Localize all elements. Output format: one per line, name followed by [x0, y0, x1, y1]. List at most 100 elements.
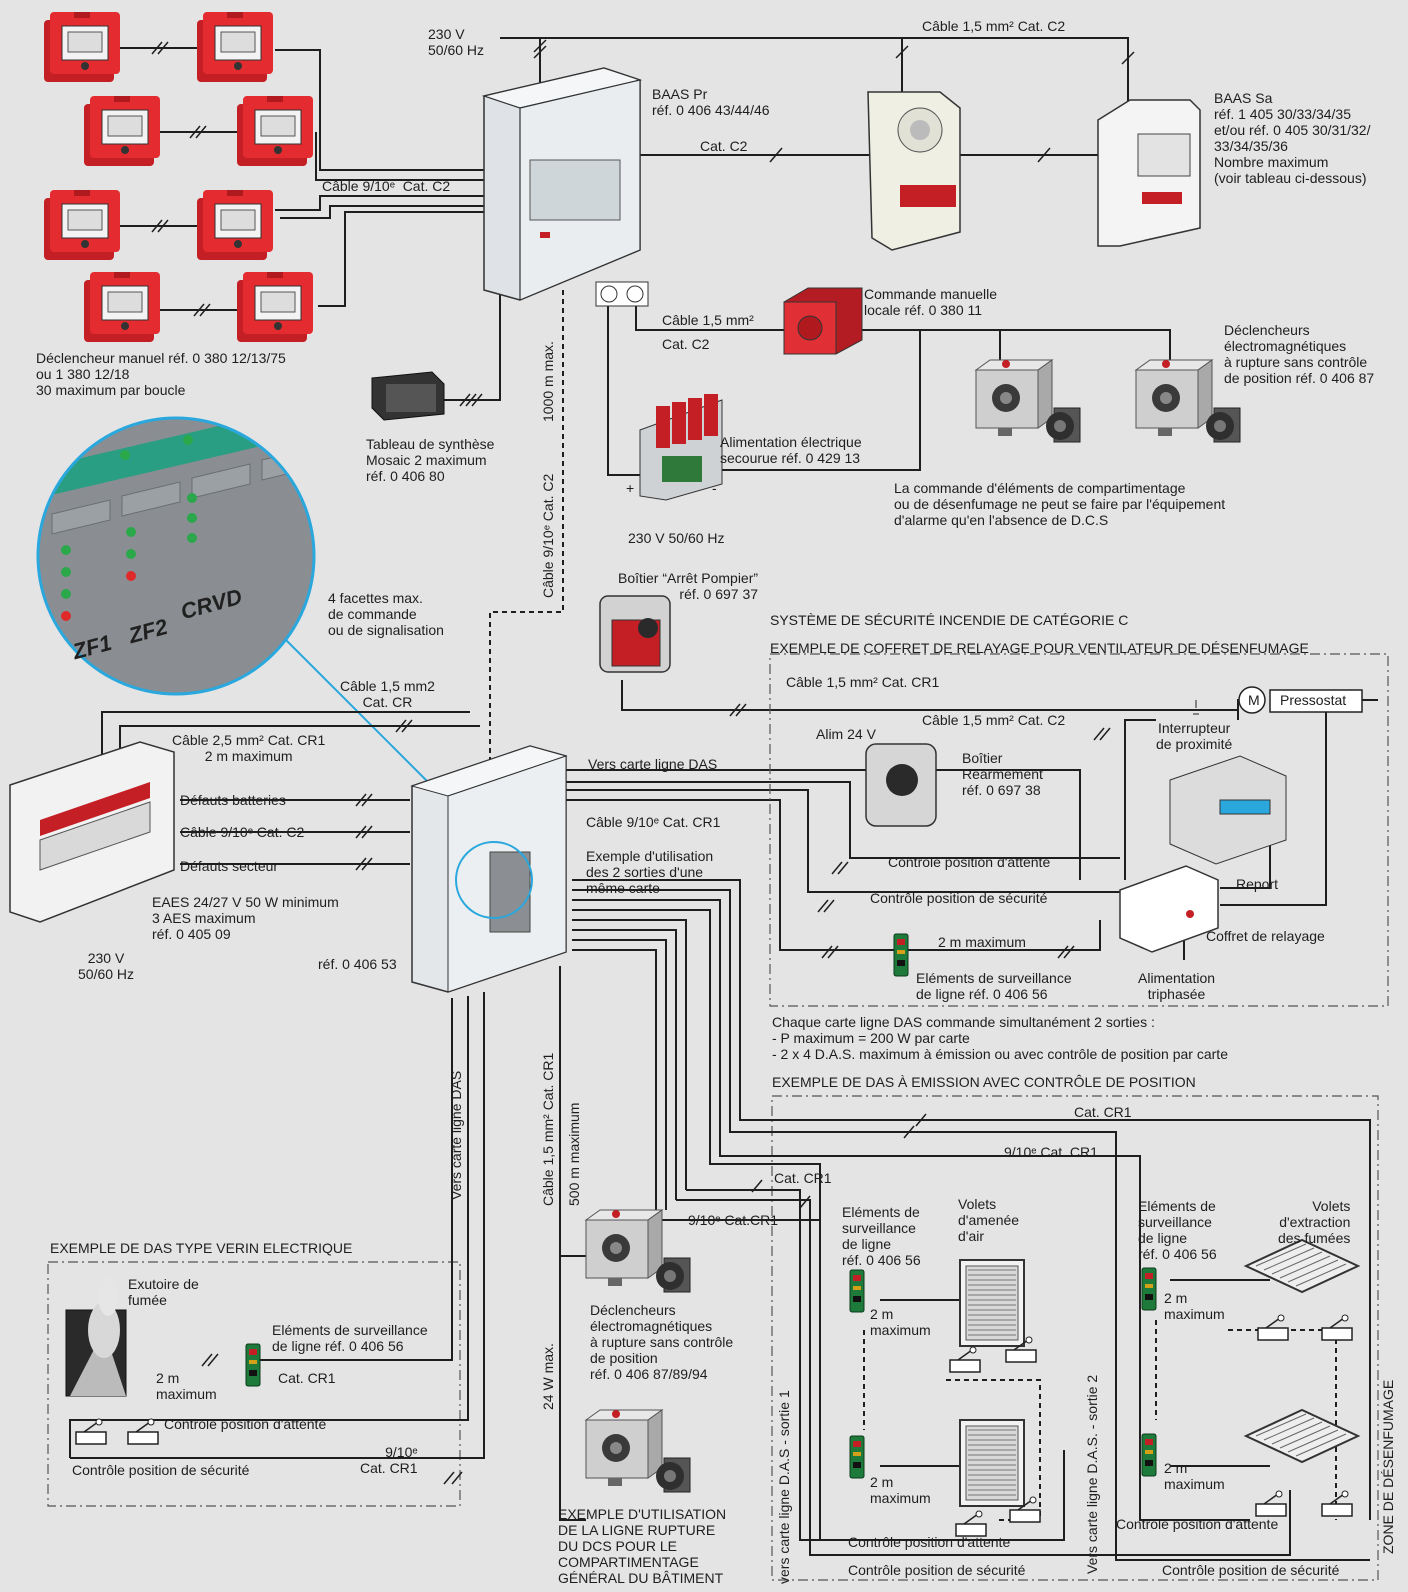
rupture-example-label: EXEMPLE D'UTILISATION DE LA LIGNE RUPTUR…: [558, 1506, 727, 1586]
cable-15-c2-mid-label: Câble 1,5 mm² Cat. C2: [922, 712, 1066, 728]
smoke-exhaust-grille-2: [1245, 1409, 1359, 1463]
elements-surv-emission-1: Eléments de surveillance de ligne réf. 0…: [842, 1204, 921, 1268]
note-carte-label: Chaque carte ligne DAS commande simultan…: [772, 1014, 1228, 1062]
terminal-block: [595, 281, 649, 307]
alim-tri-label: Alimentation triphasée: [1138, 970, 1216, 1002]
relayage-title: EXEMPLE DE COFFRET DE RELAYAGE POUR VENT…: [770, 640, 1309, 656]
coffret-relayage: [1119, 865, 1219, 953]
local-manual-control: [783, 287, 863, 355]
mains-label-b: 230 V 50/60 Hz: [628, 530, 725, 546]
cable-15-label: Câble 1,5 mm²: [662, 312, 754, 328]
ctrl-attente-emission-2: Contrôle position d'attente: [1116, 1516, 1279, 1532]
arret-pompier-box: [599, 595, 671, 673]
coffret-relayage-label: Coffret de relayage: [1206, 928, 1325, 944]
w24-vert: 24 W max.: [540, 1343, 556, 1410]
cable-910-c2-mid-label: Câble 9/10ᵉ Cat. C2: [180, 824, 305, 840]
alim-24-label: Alim 24 V: [816, 726, 876, 742]
power-supply-label: Alimentation électrique secourue réf. 0 …: [720, 434, 862, 466]
das-emission-title: EXEMPLE DE DAS À EMISSION AVEC CONTRÔLE …: [772, 1074, 1196, 1090]
baas-sa-label: BAAS Sa réf. 1 405 30/33/34/35 et/ou réf…: [1214, 90, 1371, 186]
ctrl-securite-emission-2: Contrôle position de sécurité: [1162, 1562, 1340, 1578]
rearmement-box: [865, 743, 937, 827]
dist-500-vert: 500 m maximum: [566, 1102, 582, 1206]
wires-bottom: [69, 879, 1371, 1561]
cat-910-cr1-verin: 9/10ᵉ Cat. CR1: [360, 1444, 418, 1476]
em-releaser-1: [975, 359, 1053, 437]
ref-40653-label: réf. 0 406 53: [318, 956, 397, 972]
ctrl-securite-emission-1: Contrôle position de sécurité: [848, 1562, 1026, 1578]
ssi-title: SYSTÈME DE SÉCURITÉ INCENDIE DE CATÉGORI…: [770, 612, 1129, 628]
cable-15-vert: Câble 1,5 mm² Cat. CR1: [540, 1052, 556, 1206]
volets-fumees-label: Volets d'extraction des fumées: [1278, 1198, 1351, 1246]
cat-cr1-bottom: Cat. CR1: [1074, 1104, 1132, 1120]
proximity-switch: [1169, 755, 1287, 865]
em-releaser-bottom-label: Déclencheurs électromagnétiques à ruptur…: [590, 1302, 734, 1382]
cat-cr1-bottom-b: Cat. CR1: [774, 1170, 832, 1186]
motor-pressostat: [1190, 686, 1363, 715]
ctrl-attente-label: Contrôle position d'attente: [888, 854, 1051, 870]
cat-910-cr1-bottom: 9/10ᵉ Cat. CR1: [1004, 1144, 1098, 1160]
esl-board-1: [849, 1269, 865, 1313]
defauts-secteur-label: Défauts secteur: [180, 858, 279, 874]
exemple-sorties-label: Exemple d'utilisation des 2 sorties d'un…: [586, 848, 714, 896]
exutoire-label: Exutoire de fumée: [128, 1276, 199, 1308]
ctrl-securite-verin: Contrôle position de sécurité: [72, 1462, 250, 1478]
cable-910-cr1-label: Câble 9/10ᵉ Cat. CR1: [586, 814, 721, 830]
eaes-unit: [9, 741, 175, 923]
smoke-exhaust-grille-1: [1245, 1239, 1359, 1293]
local-control-label: Commande manuelle locale réf. 0 380 11: [864, 286, 998, 318]
mosaic-panel: [371, 371, 445, 421]
cable-15-cr1-top-label: Câble 1,5 mm² Cat. CR1: [786, 674, 940, 690]
facettes-label: 4 facettes max. de commande ou de signal…: [328, 590, 444, 638]
em-releaser-2: [1135, 359, 1213, 437]
esl-board-relayage: [893, 933, 909, 977]
mains-label-top: 230 V 50/60 Hz: [428, 26, 485, 58]
dashed-frames: [47, 653, 1389, 1581]
cable-slashes: [151, 39, 1135, 1485]
dcs-note: La commande d'éléments de compartimentag…: [894, 480, 1226, 528]
wires-top: [115, 37, 1171, 760]
volets-air-label: Volets d'amenée d'air: [958, 1196, 1020, 1244]
ctrl-attente-verin: Contrôle position d'attente: [164, 1416, 327, 1432]
ctrl-attente-emission-1: Contrôle position d'attente: [848, 1534, 1011, 1550]
manual-callpoint-label: Déclencheur manuel réf. 0 380 12/13/75 o…: [36, 350, 286, 398]
esl-board-3: [1141, 1267, 1157, 1311]
cable-910-c2-label: Câble 9/10ᵉ Cat. C2: [322, 178, 451, 194]
elements-surv-emission-2: Eléments de surveillance de ligne réf. 0…: [1138, 1198, 1217, 1262]
ctrl-securite-label: Contrôle position de sécurité: [870, 890, 1048, 906]
em-releaser-4: [585, 1409, 663, 1487]
verin-title: EXEMPLE DE DAS TYPE VERIN ELECTRIQUE: [50, 1240, 353, 1256]
vers-sortie1-vert: vers carte ligne D.A.S - sortie 1: [776, 1390, 792, 1584]
baas-sa-sounder-1: [867, 91, 961, 251]
mosaic-label: Tableau de synthèse Mosaic 2 maximum réf…: [366, 436, 495, 484]
cable-top-label: Câble 1,5 mm² Cat. C2: [922, 18, 1066, 34]
cable-15-cr-label: Câble 1,5 mm2 Cat. CR: [340, 678, 435, 710]
vers-das-label: Vers carte ligne DAS: [588, 756, 718, 772]
cable-25-cr1-label: Câble 2,5 mm² Cat. CR1 2 m maximum: [172, 732, 326, 764]
elements-surv-verin: Eléments de surveillance de ligne réf. 0…: [272, 1322, 428, 1354]
baas-pr-label: BAAS Pr réf. 0 406 43/44/46: [652, 86, 770, 118]
two-m-max-label: 2 m maximum: [938, 934, 1026, 950]
vers-das-vert: Vers carte ligne DAS: [448, 1070, 464, 1200]
motor-label: M: [1248, 692, 1260, 708]
cat-c2-label-b: Cat. C2: [662, 336, 710, 352]
two-m-emission-1: 2 m maximum: [870, 1306, 931, 1338]
esl-board-4: [1141, 1433, 1157, 1477]
pressostat-label: Pressostat: [1280, 692, 1347, 708]
air-inlet-louvre-2: [959, 1419, 1025, 1507]
eaes-label: EAES 24/27 V 50 W minimum 3 AES maximum …: [152, 894, 339, 942]
smoke-vent: [65, 1276, 127, 1397]
two-m-emission-3: 2 m maximum: [1164, 1290, 1225, 1322]
baas-pr-cabinet: [481, 67, 643, 301]
das-control-cabinet: [410, 745, 568, 993]
minus-label: -: [712, 480, 717, 496]
mains-label-eaes: 230 V 50/60 Hz: [78, 950, 135, 982]
plus-label: +: [626, 480, 635, 496]
em-releaser-3: [585, 1209, 663, 1287]
zone-desenfumage-vert: ZONE DE DÉSENFUMAGE: [1380, 1379, 1396, 1554]
cat-c2-label: Cat. C2: [700, 138, 748, 154]
rearmement-label: Boîtier Réarmement réf. 0 697 38: [962, 750, 1043, 798]
dist-1000-label: 1000 m max.: [540, 341, 556, 422]
esl-board-2: [849, 1435, 865, 1479]
